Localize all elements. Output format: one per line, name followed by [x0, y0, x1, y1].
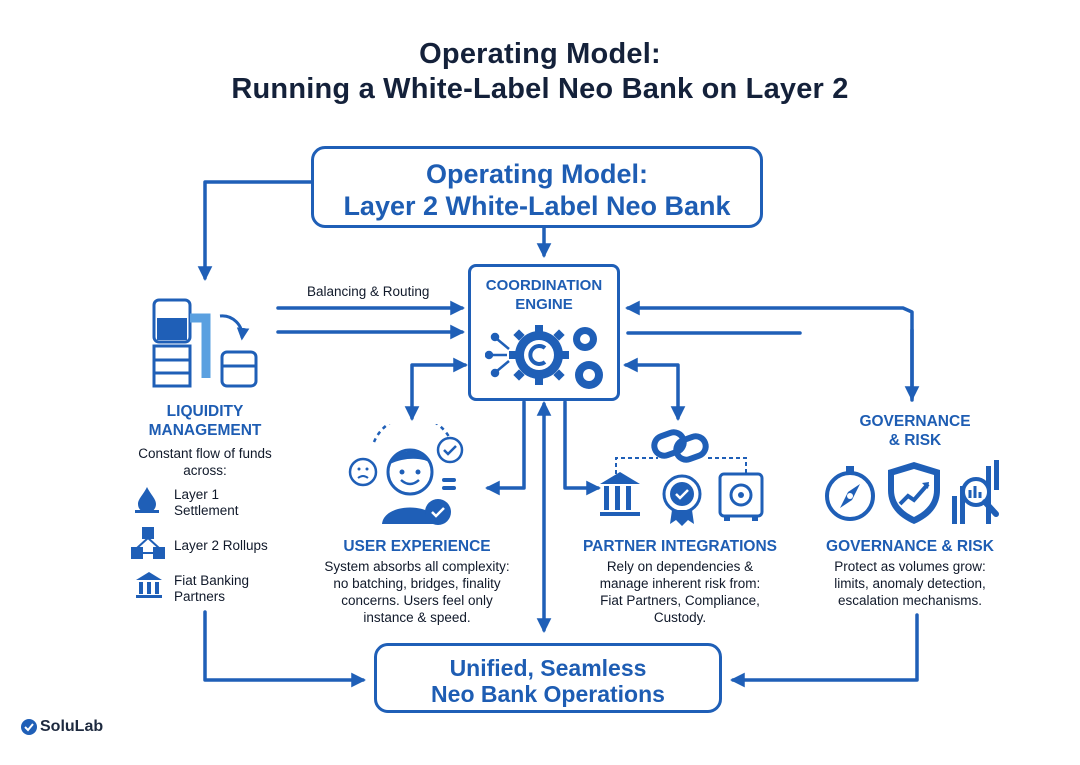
- layer1-drop-icon: [135, 487, 159, 513]
- user-feedback-icon: [348, 424, 464, 525]
- bottom-box-line1: Unified, Seamless: [449, 655, 647, 681]
- user-experience-line3: concerns. Users feel only: [341, 593, 493, 608]
- governance-top-line1: GOVERNANCE: [859, 413, 971, 430]
- arrow-engine-partner: [623, 357, 686, 421]
- governance-risk-icons: [825, 460, 999, 524]
- analytics-magnifier-icon: [952, 460, 999, 524]
- compass-icon: [825, 466, 875, 521]
- governance-top-line2: & RISK: [888, 432, 942, 449]
- user-experience-line1: System absorbs all complexity:: [324, 559, 510, 574]
- gears-icon: [485, 325, 603, 389]
- bottom-unified-box: Unified, Seamless Neo Bank Operations: [374, 643, 722, 713]
- liquidity-tanks-icon: [152, 298, 258, 388]
- arrow-top-to-liquidity: [197, 180, 314, 281]
- partner-line1: Rely on dependencies &: [606, 559, 754, 574]
- shield-chart-icon: [888, 462, 940, 524]
- page-title-line1: Operating Model:: [419, 38, 661, 70]
- partner-line4: Custody.: [653, 610, 707, 625]
- liquidity-heading-line2: MANAGEMENT: [148, 422, 262, 439]
- bottom-box-line2: Neo Bank Operations: [431, 681, 665, 707]
- liquidity-item-3-line2: Partners: [174, 589, 226, 604]
- arrow-right-to-engine-1: [625, 300, 914, 402]
- solulab-logo-icon: [21, 719, 37, 735]
- governance-line2: limits, anomaly detection,: [834, 576, 986, 591]
- bank-building-icon: [136, 572, 162, 598]
- top-operating-model-box: Operating Model: Layer 2 White-Label Neo…: [311, 146, 763, 228]
- liquidity-item-1-line1: Layer 1: [174, 487, 220, 502]
- governance-heading: GOVERNANCE & RISK: [826, 538, 994, 555]
- liquidity-desc-line1: Constant flow of funds: [138, 446, 272, 461]
- engine-title-line2: ENGINE: [515, 296, 573, 313]
- arrow-engine-down-ux: [485, 400, 526, 496]
- liquidity-heading-line1: LIQUIDITY: [166, 403, 244, 420]
- top-box-line1: Operating Model:: [426, 159, 648, 189]
- user-experience-heading: USER EXPERIENCE: [343, 538, 491, 555]
- liquidity-item-1-line2: Settlement: [174, 503, 239, 518]
- user-experience-line2: no batching, bridges, finality: [333, 576, 501, 591]
- partner-integrations-icon: [600, 429, 764, 526]
- liquidity-item-2-line1: Layer 2 Rollups: [174, 538, 268, 553]
- liquidity-item-3-line1: Fiat Banking: [174, 573, 250, 588]
- engine-title-line1: COORDINATION: [485, 277, 603, 294]
- partner-line2: manage inherent risk from:: [599, 576, 761, 591]
- governance-line3: escalation mechanisms.: [837, 593, 983, 608]
- partner-line3: Fiat Partners, Compliance,: [600, 593, 760, 608]
- coordination-engine-box: COORDINATION ENGINE: [468, 264, 620, 401]
- partner-integrations-heading: PARTNER INTEGRATIONS: [582, 538, 778, 555]
- governance-line1: Protect as volumes grow:: [834, 559, 986, 574]
- layer2-rollups-icon: [131, 527, 165, 559]
- page-title-line2: Running a White-Label Neo Bank on Layer …: [231, 73, 849, 105]
- balancing-routing-label: Balancing & Routing: [307, 284, 430, 299]
- arrow-engine-user-experience: [404, 357, 468, 421]
- user-experience-line4: instance & speed.: [363, 610, 471, 625]
- arrow-liquidity-to-bottom: [203, 610, 366, 688]
- solulab-logo-text: SoluLab: [40, 718, 104, 735]
- arrow-engine-down-partner: [563, 400, 601, 496]
- arrow-governance-to-bottom: [730, 613, 919, 688]
- top-box-line2: Layer 2 White-Label Neo Bank: [343, 191, 731, 221]
- liquidity-desc-line2: across:: [183, 463, 227, 478]
